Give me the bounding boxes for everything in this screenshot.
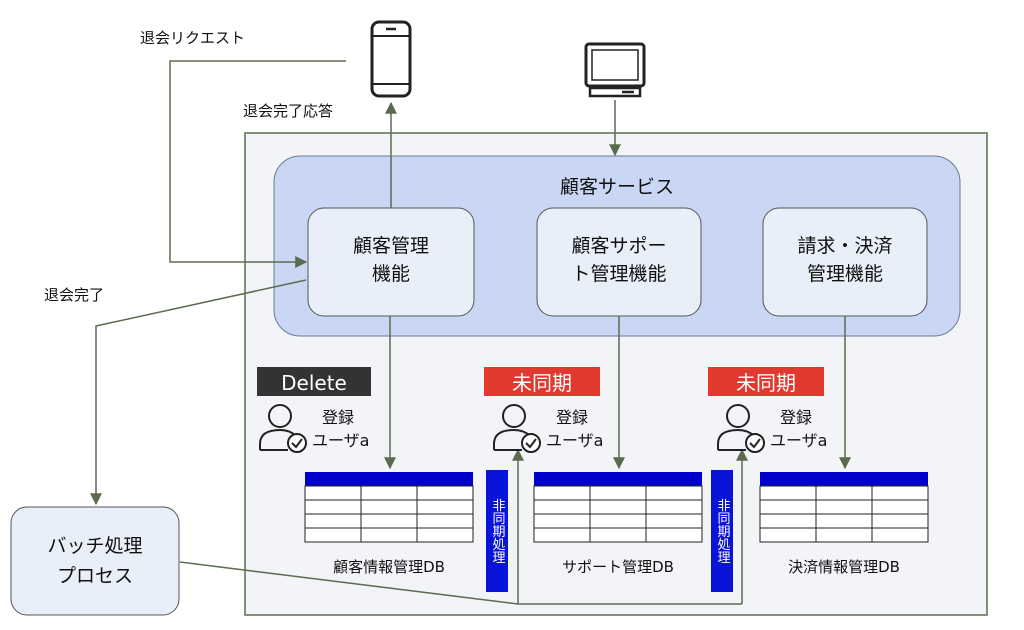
db-table-customer (304, 472, 474, 543)
delete-badge: Delete (257, 367, 371, 396)
function-label-2: 顧客サポー (571, 235, 666, 257)
db-label-support: サポート管理DB (562, 558, 674, 576)
function-label-3: 請求・決済 (797, 235, 892, 257)
db-label-customer: 顧客情報管理DB (333, 558, 445, 576)
function-support-management[interactable]: 顧客サポー ト管理機能 (536, 207, 702, 317)
withdraw-done-label: 退会完了 (44, 286, 104, 304)
function-customer-management[interactable]: 顧客管理 機能 (307, 207, 475, 317)
user-label-3a: 登録 (780, 408, 812, 427)
svg-text:Delete: Delete (281, 371, 347, 395)
user-label-3b: ユーザa (770, 431, 828, 450)
withdraw-done-arrow (90, 279, 307, 506)
function-billing-management[interactable]: 請求・決済 管理機能 (762, 207, 928, 317)
unsynced-badge-1: 未同期 (484, 367, 600, 396)
user-icon-1 (259, 404, 307, 453)
withdraw-done-response-label: 退会完了応答 (243, 102, 333, 120)
db-table-support (533, 472, 703, 543)
svg-text:非同期処理: 非同期処理 (715, 499, 731, 564)
customer-service-title: 顧客サービス (560, 176, 674, 198)
withdraw-request-label: 退会リクエスト (140, 29, 245, 47)
user-label-1a: 登録 (322, 408, 354, 427)
user-label-2a: 登録 (556, 408, 588, 427)
batch-process-box[interactable]: バッチ処理 プロセス (10, 506, 180, 616)
function-label-2b: ト管理機能 (571, 263, 666, 285)
function-label-1: 顧客管理 (353, 235, 429, 257)
async-process-bar-2: 非同期処理 (711, 470, 733, 592)
batch-label-2: プロセス (57, 565, 133, 587)
function-label-3b: 管理機能 (807, 263, 883, 285)
withdraw-request-arrow (169, 60, 346, 268)
svg-text:未同期: 未同期 (512, 371, 572, 395)
user-label-2b: ユーザa (546, 431, 604, 450)
svg-text:未同期: 未同期 (736, 371, 796, 395)
batch-label-1: バッチ処理 (47, 535, 142, 557)
desktop-computer-icon (584, 42, 646, 98)
function-label-1b: 機能 (372, 263, 410, 285)
svg-text:非同期処理: 非同期処理 (490, 499, 506, 564)
async-process-bar-1: 非同期処理 (486, 470, 508, 592)
unsynced-badge-2: 未同期 (708, 367, 824, 396)
user-icon-3 (717, 404, 765, 453)
db-label-billing: 決済情報管理DB (788, 558, 900, 576)
smartphone-icon (370, 20, 412, 98)
user-label-1b: ユーザa (312, 431, 370, 450)
user-icon-2 (493, 404, 541, 453)
db-table-billing (759, 472, 929, 543)
